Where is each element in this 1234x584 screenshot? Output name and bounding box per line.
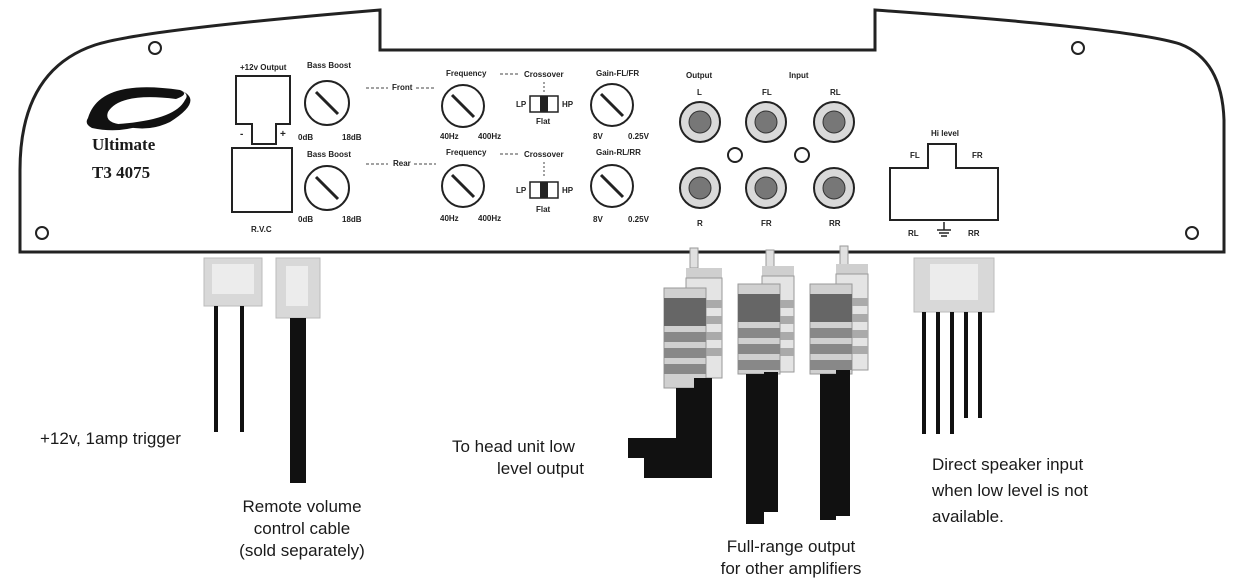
frequency-front-min: 40Hz <box>440 132 459 141</box>
rca-out-l-jack[interactable] <box>679 101 721 143</box>
mount-hole-top-left <box>148 41 162 55</box>
bass-boost-rear-max: 18dB <box>342 215 362 224</box>
frequency-front-knob[interactable] <box>441 84 485 128</box>
crossover-rear-hp: HP <box>562 186 574 195</box>
rca-in-fr-jack[interactable] <box>745 167 787 209</box>
crossover-front-label: Crossover <box>524 70 564 79</box>
hi-level-fl-label: FL <box>910 151 920 160</box>
frequency-rear-min: 40Hz <box>440 214 459 223</box>
remote-callout-line2: control cable <box>254 519 350 538</box>
remote-plug <box>275 257 321 483</box>
head-unit-callout-line1: To head unit low <box>452 437 576 456</box>
rca-in-rl-jack[interactable] <box>813 101 855 143</box>
rca-cable-full-range-2 <box>809 245 869 520</box>
bass-boost-front-label: Bass Boost <box>307 61 351 70</box>
gain-rear-min: 8V <box>593 215 603 224</box>
bass-boost-rear-knob[interactable] <box>304 165 350 211</box>
bass-boost-rear-label: Bass Boost <box>307 150 351 159</box>
rca-screw-left <box>727 147 743 163</box>
hi-level-rr-label: RR <box>968 229 980 238</box>
mount-hole-bottom-right <box>1185 226 1199 240</box>
gain-front-max: 0.25V <box>628 132 650 141</box>
gain-front-min: 8V <box>593 132 603 141</box>
rca-out-l-label: L <box>697 88 702 97</box>
rca-in-rr-label: RR <box>829 219 841 228</box>
front-channel-label: Front <box>392 83 413 92</box>
bass-boost-front-min: 0dB <box>298 133 313 142</box>
v12-output-label: +12v Output <box>240 63 287 72</box>
crossover-rear-switch[interactable] <box>529 181 559 199</box>
ground-icon <box>937 222 951 237</box>
amplifier-body <box>18 8 1226 254</box>
remote-callout-line1: Remote volume <box>242 497 361 516</box>
head-unit-callout-line2: level output <box>497 459 584 478</box>
crossover-front-switch[interactable] <box>529 95 559 113</box>
gain-front-knob[interactable] <box>590 83 634 127</box>
crossover-rear-lp: LP <box>516 186 527 195</box>
rca-cable-head-unit <box>628 247 723 478</box>
gain-front-label: Gain-FL/FR <box>596 69 639 78</box>
gain-rear-max: 0.25V <box>628 215 650 224</box>
rca-out-r-jack[interactable] <box>679 167 721 209</box>
hi-level-connector <box>889 143 999 221</box>
frequency-front-label: Frequency <box>446 69 487 78</box>
rca-out-r-label: R <box>697 219 703 228</box>
frequency-rear-knob[interactable] <box>441 164 485 208</box>
rvc-connector <box>231 147 293 213</box>
trigger-callout: +12v, 1amp trigger <box>40 429 181 448</box>
full-range-callout-line1: Full-range output <box>727 537 856 556</box>
full-range-callout-line2: for other amplifiers <box>721 559 862 578</box>
hi-level-fr-label: FR <box>972 151 983 160</box>
brand-name: Ultimate <box>92 135 156 154</box>
rvc-label: R.V.C <box>251 225 272 234</box>
crossover-front-flat: Flat <box>536 117 551 126</box>
trigger-plug <box>203 257 263 432</box>
hi-level-rl-label: RL <box>908 229 919 238</box>
brand-logo-icon <box>86 87 191 131</box>
rca-input-label: Input <box>789 71 809 80</box>
frequency-rear-label: Frequency <box>446 148 487 157</box>
rca-screw-right <box>794 147 810 163</box>
v12-minus-label: - <box>240 129 243 140</box>
rca-cable-full-range-1 <box>737 249 795 524</box>
frequency-rear-max: 400Hz <box>478 214 501 223</box>
rca-in-rl-label: RL <box>830 88 841 97</box>
bass-boost-front-knob[interactable] <box>304 80 350 126</box>
v12-output-connector <box>235 75 291 145</box>
bass-boost-front-max: 18dB <box>342 133 362 142</box>
rca-output-label: Output <box>686 71 713 80</box>
model-name: T3 4075 <box>92 163 150 182</box>
remote-callout-line3: (sold separately) <box>239 541 365 560</box>
hi-level-label: Hi level <box>931 129 959 138</box>
rca-in-fl-jack[interactable] <box>745 101 787 143</box>
speaker-callout-line3: available. <box>932 507 1004 526</box>
speaker-callout-line2: when low level is not <box>931 481 1088 500</box>
speaker-callout-line1: Direct speaker input <box>932 455 1083 474</box>
rear-channel-label: Rear <box>393 159 411 168</box>
bass-boost-rear-min: 0dB <box>298 215 313 224</box>
crossover-rear-flat: Flat <box>536 205 551 214</box>
rca-in-rr-jack[interactable] <box>813 167 855 209</box>
crossover-front-hp: HP <box>562 100 574 109</box>
speaker-input-plug <box>913 257 995 434</box>
gain-rear-label: Gain-RL/RR <box>596 148 641 157</box>
mount-hole-top-right <box>1071 41 1085 55</box>
rca-in-fr-label: FR <box>761 219 772 228</box>
crossover-front-lp: LP <box>516 100 527 109</box>
rca-in-fl-label: FL <box>762 88 772 97</box>
v12-plus-label: + <box>280 129 286 140</box>
mount-hole-bottom-left <box>35 226 49 240</box>
frequency-front-max: 400Hz <box>478 132 501 141</box>
gain-rear-knob[interactable] <box>590 164 634 208</box>
crossover-rear-label: Crossover <box>524 150 564 159</box>
